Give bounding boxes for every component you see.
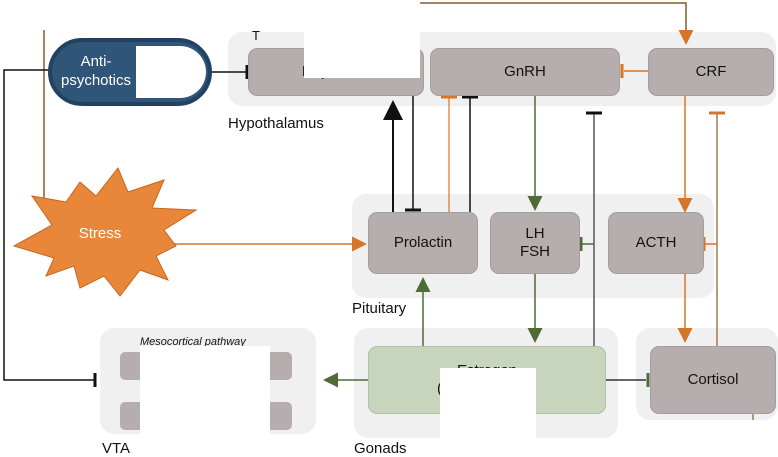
vta-label: VTA (102, 440, 131, 457)
acth-label: ACTH (635, 234, 677, 251)
crf-node: CRF (648, 48, 774, 96)
gonads-label: Gonads (354, 440, 407, 457)
stress-label: Stress (78, 225, 122, 242)
tuberoinfundibular-label-partial: T (252, 28, 260, 43)
prolactin-node: Prolactin (368, 212, 478, 274)
stress-starburst (12, 167, 198, 297)
gnrh-label: GnRH (504, 63, 546, 80)
pill-white-half (136, 46, 206, 98)
antipsychotics-pill: Anti- psychotics (48, 38, 212, 106)
top-to-crf-edge (420, 2, 694, 45)
hypothalamus-label: Hypothalamus (228, 115, 324, 132)
cortisol-label: Cortisol (687, 371, 739, 388)
crf-label: CRF (695, 63, 727, 80)
antipsychotics-label: Anti- psychotics (60, 53, 132, 89)
cortisol-node: Cortisol (650, 346, 776, 414)
pituitary-label: Pituitary (352, 300, 407, 317)
acth-node: ACTH (608, 212, 704, 274)
lh-fsh-label: LH FSH (520, 225, 550, 260)
redaction-mask (140, 346, 270, 457)
lh-fsh-node: LH FSH (490, 212, 580, 274)
gnrh-node: GnRH (430, 48, 620, 96)
prolactin-label: Prolactin (393, 234, 453, 251)
redaction-mask (304, 0, 420, 78)
redaction-mask (440, 368, 536, 457)
mesocortical-label: Mesocortical pathway (140, 336, 246, 348)
antipsychotics-to-vta-edge (3, 69, 94, 381)
